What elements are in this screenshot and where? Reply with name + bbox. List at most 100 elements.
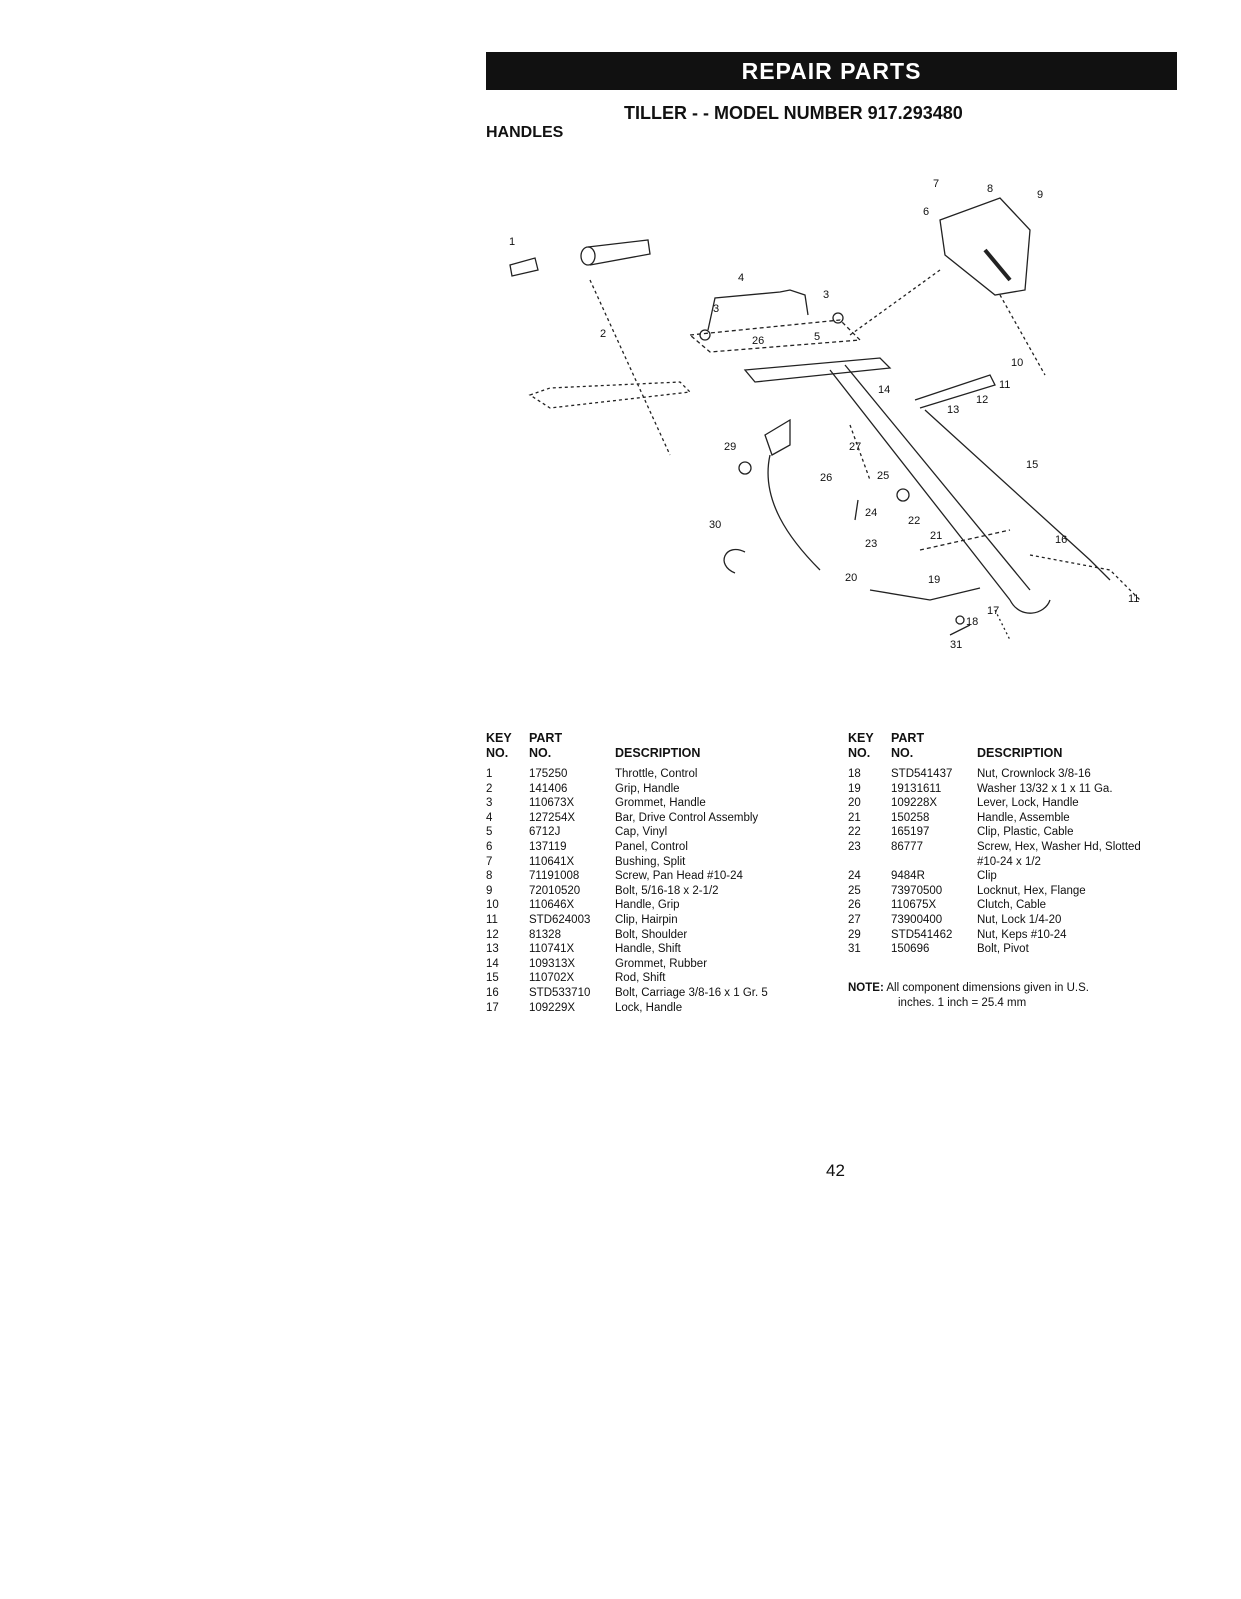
callout: 26	[820, 472, 832, 484]
part-number-cell: 73970500	[891, 884, 943, 897]
part-number-cell: 175250	[529, 768, 568, 780]
part-number-cell: 110702X	[529, 972, 575, 985]
main-handle-tube	[829, 369, 1011, 601]
description-cell: Bolt, Carriage 3/8-16 x 1 Gr. 5	[615, 986, 768, 999]
key-cell: 5	[486, 826, 493, 839]
key-cell: 11	[486, 913, 498, 926]
callout: 26	[752, 335, 764, 347]
part-number-cell: 6712J	[529, 826, 561, 839]
page-number: 42	[826, 1161, 845, 1180]
description-cell: Bolt, Pivot	[977, 943, 1029, 956]
part-number-cell: 9484R	[891, 870, 925, 883]
description-cell: Lever, Lock, Handle	[977, 797, 1079, 810]
key-cell: 27	[848, 913, 861, 926]
handle-end-shape	[509, 257, 539, 277]
shift-handle-shape	[914, 374, 996, 409]
part-number-cell: 71191008	[529, 870, 580, 883]
callout: 17	[987, 605, 999, 617]
callout: 21	[930, 530, 942, 542]
description-cell: Bushing, Split	[615, 855, 686, 868]
parts-table-left: KEY PART NO. NO. DESCRIPTION 1 175250 Thro…	[486, 731, 826, 1015]
description-cell: Grommet, Rubber	[615, 957, 708, 970]
callout: 8	[987, 183, 993, 195]
callout: 31	[950, 639, 962, 651]
callout: 4	[738, 272, 744, 284]
table-header-row: NO. NO. DESCRIPTION	[848, 746, 1178, 761]
callout: 23	[865, 538, 877, 550]
part-number-cell: 110641X	[529, 855, 575, 868]
key-header-2: NO.	[486, 746, 509, 760]
callout: 15	[1026, 459, 1038, 471]
description-cell: Lock, Handle	[615, 1001, 683, 1014]
model-title: TILLER - - MODEL NUMBER 917.293480	[624, 103, 963, 123]
callout: 22	[908, 515, 920, 527]
part-number-cell: 109228X	[891, 797, 938, 810]
part-header-2: NO.	[529, 746, 552, 760]
callout-labels: 1 2 3 3 4 5 6 7 8 9 10 11 11 12 13 14 15…	[509, 178, 1139, 651]
description-cell: Clip, Hairpin	[615, 913, 678, 926]
description-cell: Grommet, Handle	[615, 797, 706, 810]
description-cell: Handle, Grip	[615, 899, 680, 912]
description-cell: Throttle, Control	[615, 768, 698, 780]
part-number-cell: 165197	[891, 826, 930, 839]
description-cell: Grip, Handle	[615, 782, 680, 795]
key-cell: 19	[848, 782, 861, 795]
callout: 6	[923, 206, 929, 218]
key-cell: 29	[848, 928, 861, 941]
table-header-row: NO. NO. DESCRIPTION	[486, 746, 826, 761]
description-header: DESCRIPTION	[615, 746, 701, 760]
callout: 24	[865, 507, 877, 519]
description-cell: Washer 13/32 x 1 x 11 Ga.	[977, 782, 1113, 795]
description-cell: Bolt, Shoulder	[615, 928, 688, 941]
callout: 9	[1037, 189, 1043, 201]
table-row: 17 109229X Lock, Handle	[486, 1001, 826, 1016]
key-cell: 2	[486, 782, 493, 795]
part-number-cell: 109229X	[529, 1001, 576, 1014]
key-cell: 10	[486, 899, 499, 912]
callout: 1	[509, 236, 515, 248]
description-cell: Handle, Shift	[615, 943, 681, 956]
part-header-2: NO.	[891, 746, 914, 760]
description-cell: Handle, Assemble	[977, 811, 1070, 824]
key-header-1: KEY	[486, 731, 512, 745]
part-header-1: PART	[529, 731, 563, 745]
part-number-cell: 110741X	[529, 943, 575, 956]
callout: 30	[709, 519, 721, 531]
note-line-2: inches. 1 inch = 25.4 mm	[898, 996, 1027, 1009]
key-cell: 31	[848, 943, 861, 956]
callout: 10	[1011, 357, 1023, 369]
dimensions-note: NOTE: All component dimensions given in …	[848, 981, 1158, 1010]
callout: 7	[933, 178, 939, 190]
throttle-shape	[764, 418, 791, 456]
part-number-cell: 110646X	[529, 899, 575, 912]
callout: 25	[877, 470, 889, 482]
part-number-cell: 73900400	[891, 913, 943, 926]
part-number-cell: 110673X	[529, 797, 575, 810]
description-header: DESCRIPTION	[977, 746, 1063, 760]
callout: 2	[600, 328, 606, 340]
key-cell: 1	[486, 768, 493, 780]
table-header-row: KEY PART	[486, 731, 826, 746]
callout: 27	[849, 441, 861, 453]
table-row: 10 110646X Handle, Grip	[486, 898, 826, 913]
key-cell: 17	[486, 1001, 499, 1014]
callout: 16	[1055, 534, 1067, 546]
part-number-cell: 86777	[891, 840, 923, 853]
key-cell: 14	[486, 957, 499, 970]
handle-grip-shape	[587, 239, 651, 266]
drive-bar-shape	[707, 289, 809, 331]
description-cell: Nut, Lock 1/4-20	[977, 913, 1062, 926]
description-cell: Panel, Control	[615, 840, 688, 853]
description-cell: Locknut, Hex, Flange	[977, 884, 1086, 897]
